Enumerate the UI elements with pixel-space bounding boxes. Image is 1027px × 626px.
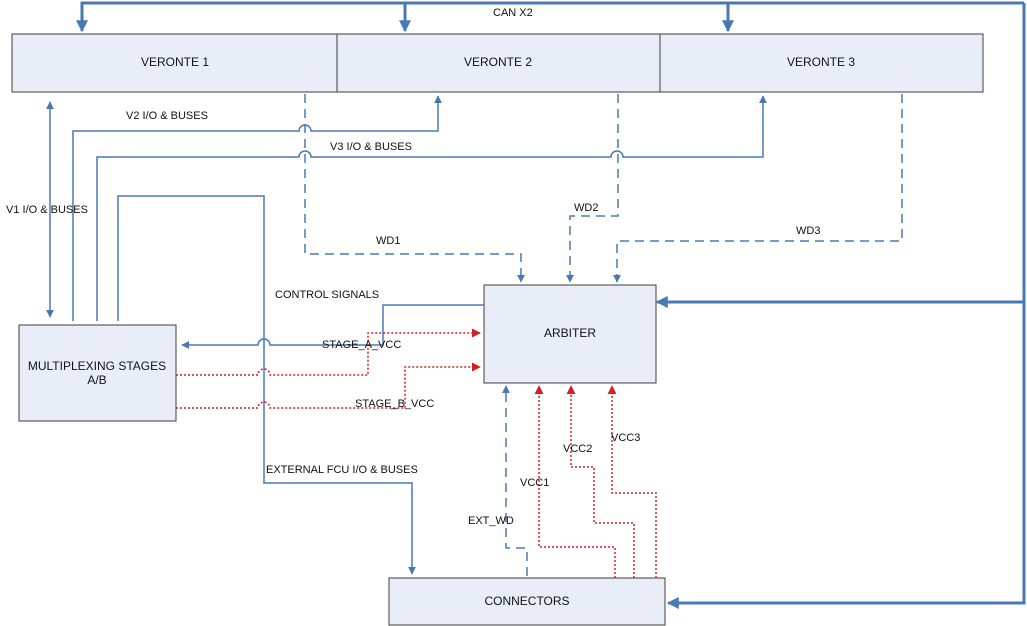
v1-io-label: V1 I/O & BUSES bbox=[6, 204, 88, 216]
can-label: CAN X2 bbox=[493, 7, 533, 19]
veronte-1-block: VERONTE 1 bbox=[11, 33, 338, 93]
stage-b-vcc-label: STAGE_B_VCC bbox=[355, 398, 434, 410]
v2-io-label: V2 I/O & BUSES bbox=[126, 110, 208, 122]
control-signals-label: CONTROL SIGNALS bbox=[275, 289, 379, 301]
v3-io-label: V3 I/O & BUSES bbox=[330, 141, 412, 153]
power-lines bbox=[176, 328, 657, 578]
multiplexing-label-line1: MULTIPLEXING STAGES bbox=[28, 359, 166, 373]
can-bus-lines bbox=[76, 1, 1026, 609]
veronte-3-label: VERONTE 3 bbox=[787, 55, 855, 69]
external-fcu-label: EXTERNAL FCU I/O & BUSES bbox=[266, 464, 418, 476]
watchdog-lines bbox=[304, 94, 903, 576]
vcc1-label: VCC1 bbox=[520, 477, 549, 489]
wd2-label: WD2 bbox=[574, 202, 598, 214]
wd3-label: WD3 bbox=[796, 225, 820, 237]
connectors-block: CONNECTORS bbox=[388, 577, 666, 626]
vcc2-label: VCC2 bbox=[563, 443, 592, 455]
multiplexing-label-line2: A/B bbox=[87, 373, 106, 387]
ext-wd-label: EXT_WD bbox=[468, 515, 514, 527]
line-labels: CAN X2 V2 I/O & BUSES V3 I/O & BUSES V1 … bbox=[6, 7, 820, 527]
wd1-label: WD1 bbox=[376, 235, 400, 247]
veronte-3-block: VERONTE 3 bbox=[659, 33, 984, 93]
arbiter-block: ARBITER bbox=[483, 284, 657, 384]
vcc3-label: VCC3 bbox=[611, 432, 640, 444]
veronte-2-block: VERONTE 2 bbox=[336, 33, 661, 93]
multiplexing-stages-block: MULTIPLEXING STAGES A/B bbox=[18, 324, 177, 422]
connectors-label: CONNECTORS bbox=[484, 594, 569, 608]
stage-a-vcc-label: STAGE_A_VCC bbox=[322, 339, 401, 351]
arbiter-label: ARBITER bbox=[544, 326, 596, 340]
veronte-1-label: VERONTE 1 bbox=[141, 55, 209, 69]
veronte-2-label: VERONTE 2 bbox=[464, 55, 532, 69]
